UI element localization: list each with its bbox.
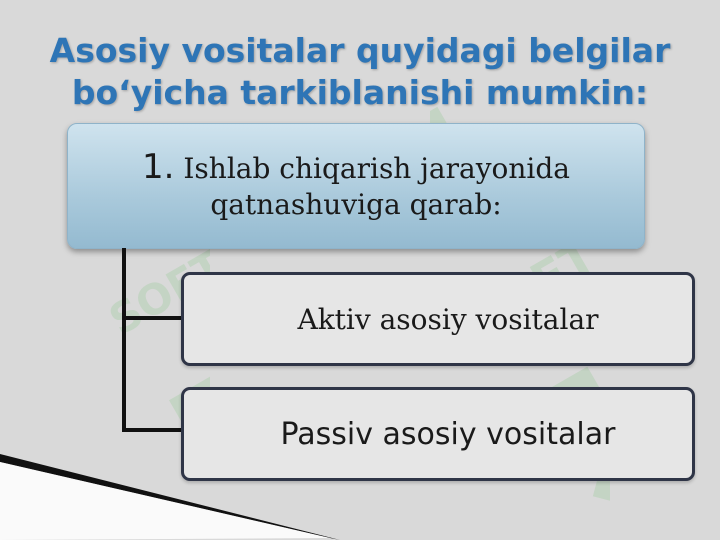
root-node: 1. Ishlab chiqarish jarayonida qatnashuv… xyxy=(67,123,645,249)
decorative-wedge xyxy=(0,454,340,540)
child-node-aktiv: Aktiv asosiy vositalar xyxy=(181,272,695,366)
child-node-passiv: Passiv asosiy vositalar xyxy=(181,387,695,481)
connector-vertical xyxy=(122,248,126,431)
root-node-text: 1. Ishlab chiqarish jarayonida qatnashuv… xyxy=(68,149,644,223)
slide-title: Asosiy vositalar quyidagi belgilar bo‘yi… xyxy=(49,31,671,112)
connector-to-child-1 xyxy=(122,316,182,320)
connector-to-child-2 xyxy=(122,428,182,432)
child-node-aktiv-label: Aktiv asosiy vositalar xyxy=(297,302,599,336)
root-node-number: 1. xyxy=(142,147,175,187)
root-node-label: Ishlab chiqarish jarayonida qatnashuviga… xyxy=(183,152,570,221)
child-node-passiv-label: Passiv asosiy vositalar xyxy=(280,416,616,452)
